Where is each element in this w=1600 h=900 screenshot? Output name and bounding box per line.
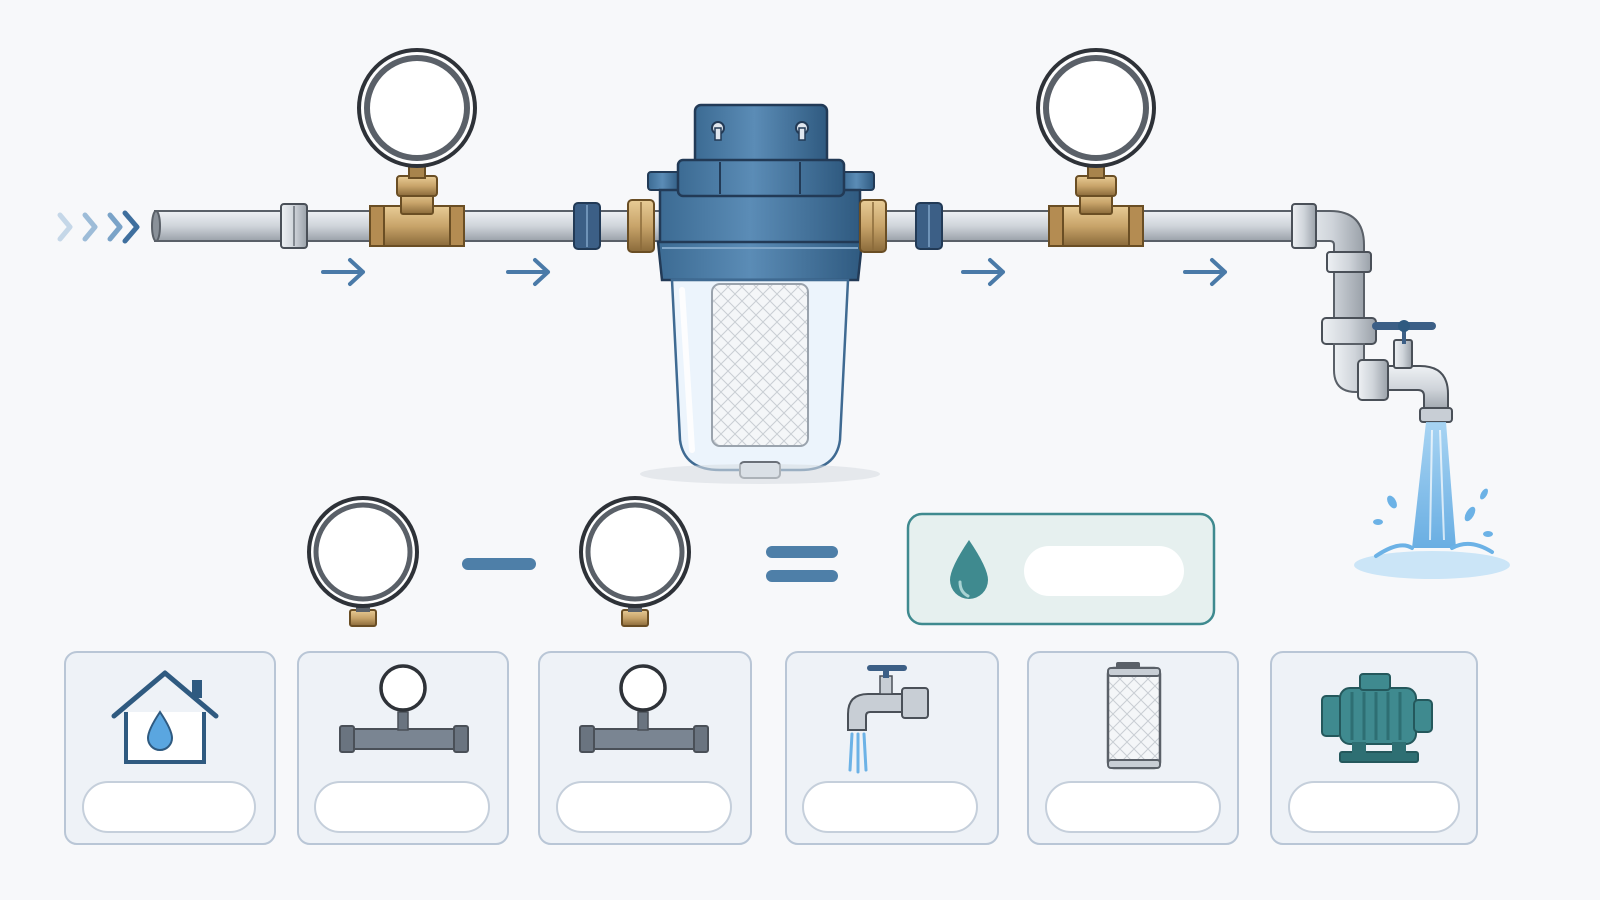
pressure-drop-equation bbox=[307, 496, 1216, 627]
flow-arrow-icons bbox=[321, 258, 1227, 286]
card-filter-cartridge[interactable] bbox=[1027, 651, 1239, 845]
minus-icon bbox=[462, 558, 536, 570]
outlet-gauge-pipe-icon bbox=[579, 664, 709, 753]
outlet-union bbox=[859, 199, 943, 253]
component-cards bbox=[64, 651, 1478, 845]
card-pump[interactable] bbox=[1270, 651, 1478, 845]
card-inlet-gauge[interactable] bbox=[297, 651, 509, 845]
outlet-pressure-gauge-icon bbox=[1036, 48, 1156, 247]
pressure-drop-result bbox=[906, 512, 1216, 626]
filter-cartridge-icon bbox=[1106, 662, 1162, 770]
inlet-flow-icon bbox=[57, 210, 140, 244]
equals-icon bbox=[766, 546, 838, 582]
card-outlet-gauge[interactable] bbox=[538, 651, 752, 845]
faucet-icon bbox=[847, 665, 929, 774]
inlet-gauge-pipe-icon bbox=[339, 664, 469, 753]
flow-arrow-icon bbox=[961, 258, 1005, 286]
card-house-water[interactable] bbox=[64, 651, 276, 845]
inlet-coupling bbox=[280, 203, 308, 249]
inlet-union bbox=[573, 199, 655, 253]
card-faucet[interactable] bbox=[785, 651, 999, 845]
flow-arrow-icon bbox=[506, 258, 550, 286]
filter-housing-icon bbox=[640, 103, 880, 484]
flow-arrow-icon bbox=[1183, 258, 1227, 286]
house-water-icon bbox=[111, 670, 219, 764]
water-stream-icon bbox=[1354, 422, 1510, 579]
pump-motor-icon bbox=[1321, 673, 1433, 763]
flow-arrow-icon bbox=[321, 258, 365, 286]
outlet-gauge-icon bbox=[579, 496, 691, 627]
inlet-gauge-icon bbox=[307, 496, 419, 627]
inlet-pressure-gauge-icon bbox=[357, 48, 477, 247]
